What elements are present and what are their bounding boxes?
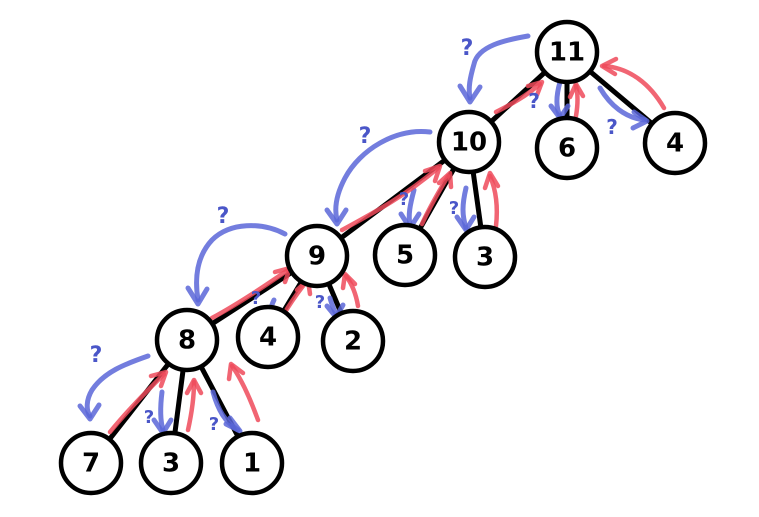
node-circle xyxy=(642,110,708,176)
arrows-layer xyxy=(77,33,667,436)
node-label: 8 xyxy=(178,326,196,356)
tree-node-n6a: 6 xyxy=(534,115,600,181)
node-circle xyxy=(235,304,301,370)
nodes-layer: 11 10 6 4 9 5 3 8 4 2 7 3 1 xyxy=(58,19,708,496)
blue-arrow-8-to-1 xyxy=(210,389,243,434)
blue-arrow-10-to-3 xyxy=(454,185,477,233)
blue-arrow-8-to-3 xyxy=(151,389,174,436)
question-mark-11: ? xyxy=(144,407,154,428)
node-circle xyxy=(138,430,204,496)
question-mark-9: ? xyxy=(315,292,325,313)
red-arrow-9-to-10 xyxy=(339,163,443,233)
question-mark-12: ? xyxy=(209,414,219,435)
red-arrow-2-to-9 xyxy=(340,271,361,309)
tree-node-n8: 8 xyxy=(154,307,220,373)
node-label: 2 xyxy=(344,327,362,357)
blue-arrow-11-to-10 xyxy=(457,33,531,105)
node-label: 9 xyxy=(308,242,326,272)
red-arrow-4-to-11 xyxy=(599,56,667,111)
blue-arrow-11-to-4 xyxy=(597,85,650,131)
node-circle xyxy=(534,115,600,181)
node-circle xyxy=(372,222,438,288)
red-arrow-3-to-8 xyxy=(184,377,204,433)
node-label: 7 xyxy=(82,449,100,479)
question-mark-1: ? xyxy=(461,36,474,61)
question-marks-layer: ???????????? xyxy=(90,36,618,435)
node-label: 1 xyxy=(243,449,261,479)
question-mark-3: ? xyxy=(606,115,618,139)
tree-node-n1: 1 xyxy=(219,430,285,496)
tree-node-n7: 7 xyxy=(58,430,124,496)
tree-node-n4a: 4 xyxy=(642,110,708,176)
tree-node-n9: 9 xyxy=(284,223,350,289)
node-label: 5 xyxy=(396,241,414,271)
tree-node-n3b: 3 xyxy=(138,430,204,496)
tree-node-n5: 5 xyxy=(372,222,438,288)
node-circle xyxy=(219,430,285,496)
red-arrow-1-to-8 xyxy=(226,361,261,423)
node-circle xyxy=(154,307,220,373)
node-label: 11 xyxy=(549,38,585,68)
tree-node-n11: 11 xyxy=(534,19,600,85)
blue-arrow-10-to-9 xyxy=(324,129,433,227)
blue-arrow-9-to-8 xyxy=(185,223,288,307)
tree-node-n10: 10 xyxy=(436,109,502,175)
tree-node-n2: 2 xyxy=(320,308,386,374)
red-arrow-3-to-10 xyxy=(482,170,501,229)
question-mark-5: ? xyxy=(399,189,409,210)
red-arrow-7-to-8 xyxy=(107,369,169,435)
node-circle xyxy=(320,308,386,374)
blue-arrow-8-to-7 xyxy=(77,353,151,422)
node-label: 4 xyxy=(666,129,684,159)
node-circle xyxy=(534,19,600,85)
node-label: 3 xyxy=(476,243,494,273)
question-mark-2: ? xyxy=(528,89,540,113)
red-arrow-10-to-11 xyxy=(493,79,545,115)
node-circle xyxy=(452,224,518,290)
question-mark-7: ? xyxy=(217,204,230,229)
question-mark-4: ? xyxy=(359,124,372,149)
tree-node-n4b: 4 xyxy=(235,304,301,370)
question-mark-6: ? xyxy=(449,198,459,219)
node-circle xyxy=(58,430,124,496)
node-label: 6 xyxy=(558,134,576,164)
node-circle xyxy=(436,109,502,175)
question-mark-8: ? xyxy=(251,288,261,309)
red-arrow-5-to-10 xyxy=(419,170,454,227)
node-label: 10 xyxy=(451,128,487,158)
node-label: 3 xyxy=(162,449,180,479)
node-label: 4 xyxy=(259,323,277,353)
node-circle xyxy=(284,223,350,289)
tree-node-n3a: 3 xyxy=(452,224,518,290)
red-arrow-6-to-11 xyxy=(567,81,586,119)
question-mark-10: ? xyxy=(90,343,103,368)
